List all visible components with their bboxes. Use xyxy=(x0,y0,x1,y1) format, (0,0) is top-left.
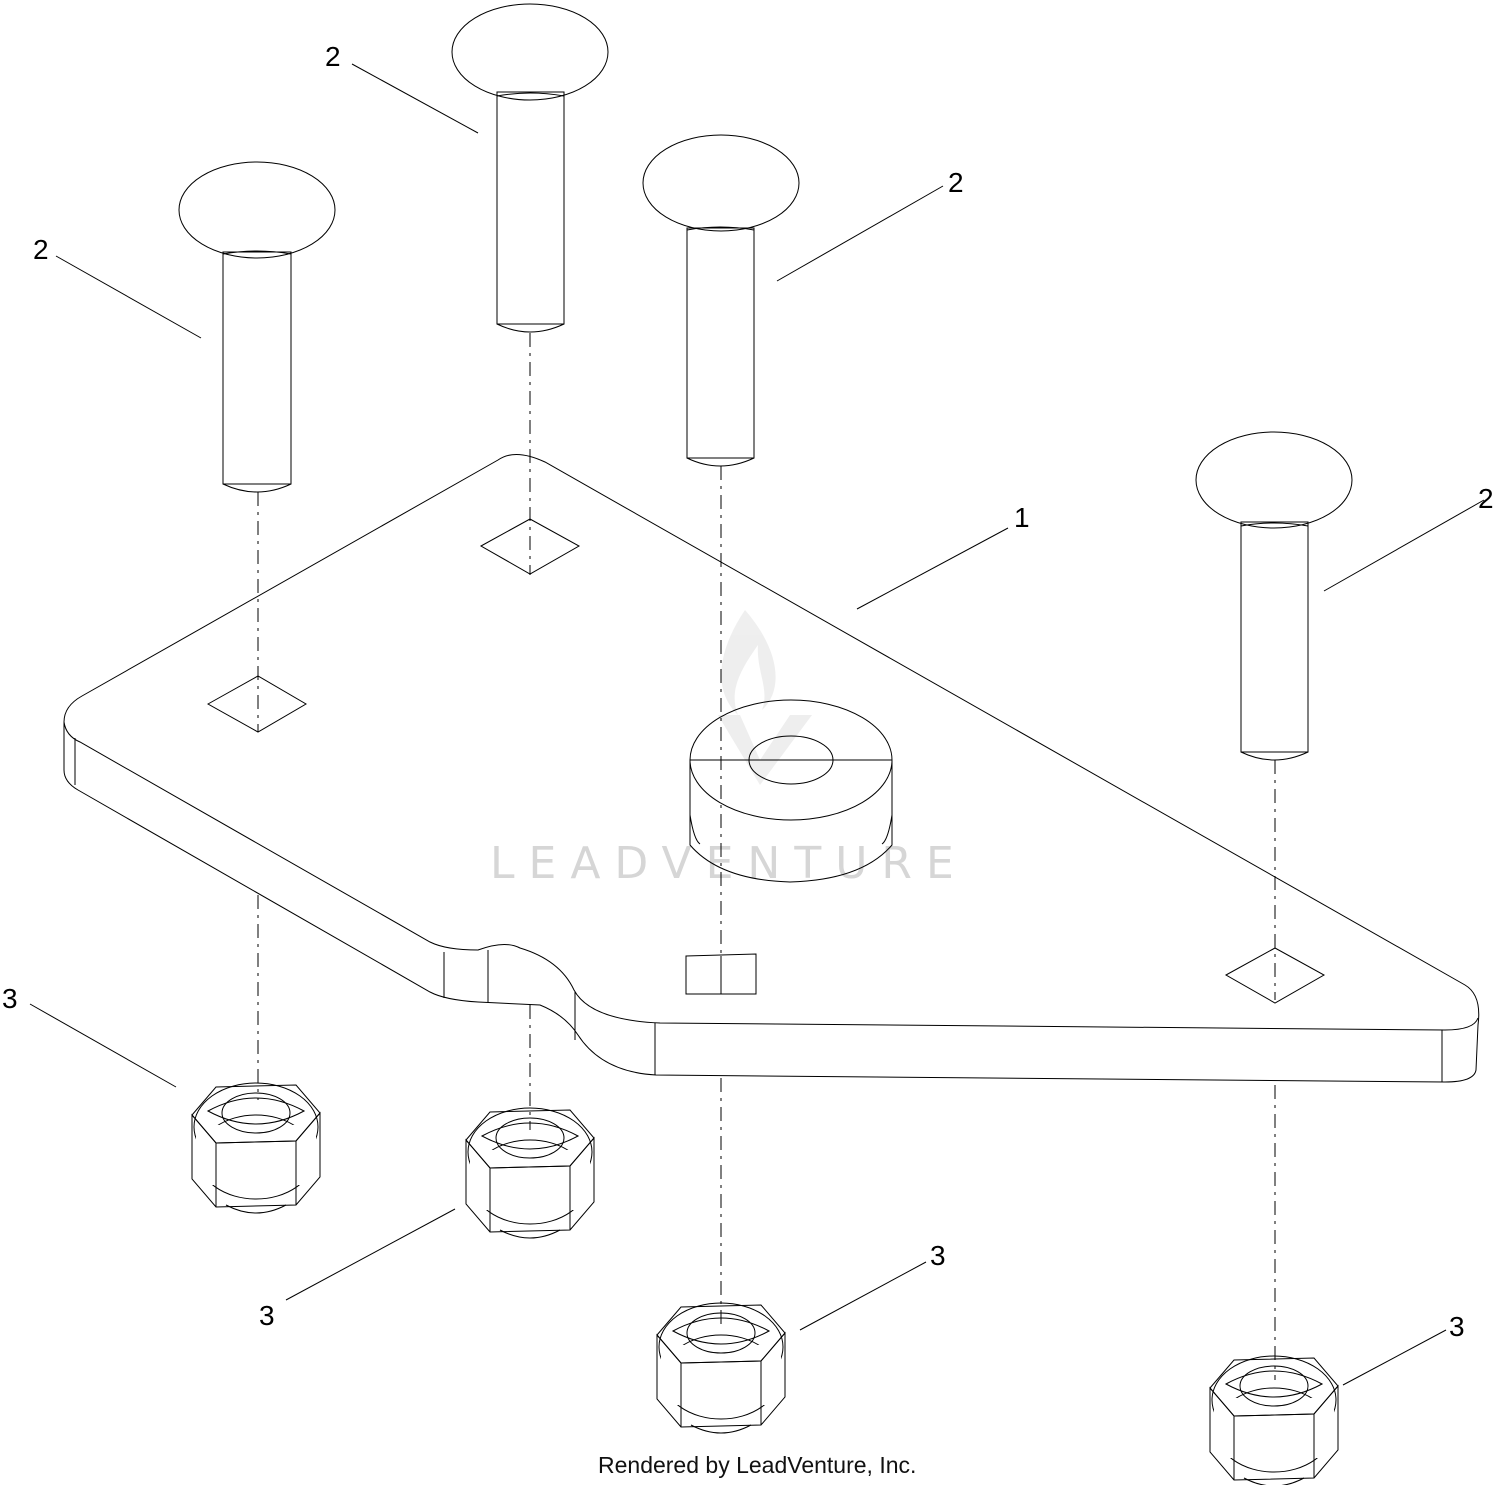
callout-nut: 3 xyxy=(930,1240,946,1271)
carriage-bolt xyxy=(178,161,336,493)
callout-bolt: 2 xyxy=(33,234,49,265)
watermark-text: LEADVENTURE xyxy=(490,838,968,889)
carriage-bolt xyxy=(451,3,609,333)
callout-nut: 3 xyxy=(1449,1311,1465,1342)
callout-plate: 1 xyxy=(1014,502,1030,533)
callout-bolt: 2 xyxy=(325,41,341,72)
callout-nut: 3 xyxy=(2,983,18,1014)
callout-bolt: 2 xyxy=(1478,483,1494,514)
lock-nut xyxy=(1209,1355,1339,1485)
carriage-bolt xyxy=(642,134,800,467)
leader-lines xyxy=(29,63,1485,1386)
callout-nut: 3 xyxy=(259,1300,275,1331)
assembly-centerlines xyxy=(257,333,1276,1380)
render-credit: Rendered by LeadVenture, Inc. xyxy=(598,1452,916,1478)
watermark-logo-icon xyxy=(718,610,812,785)
mounting-plate xyxy=(63,454,1480,1083)
lock-nut xyxy=(191,1082,321,1214)
callout-bolt: 2 xyxy=(948,167,964,198)
carriage-bolt xyxy=(1195,431,1353,761)
